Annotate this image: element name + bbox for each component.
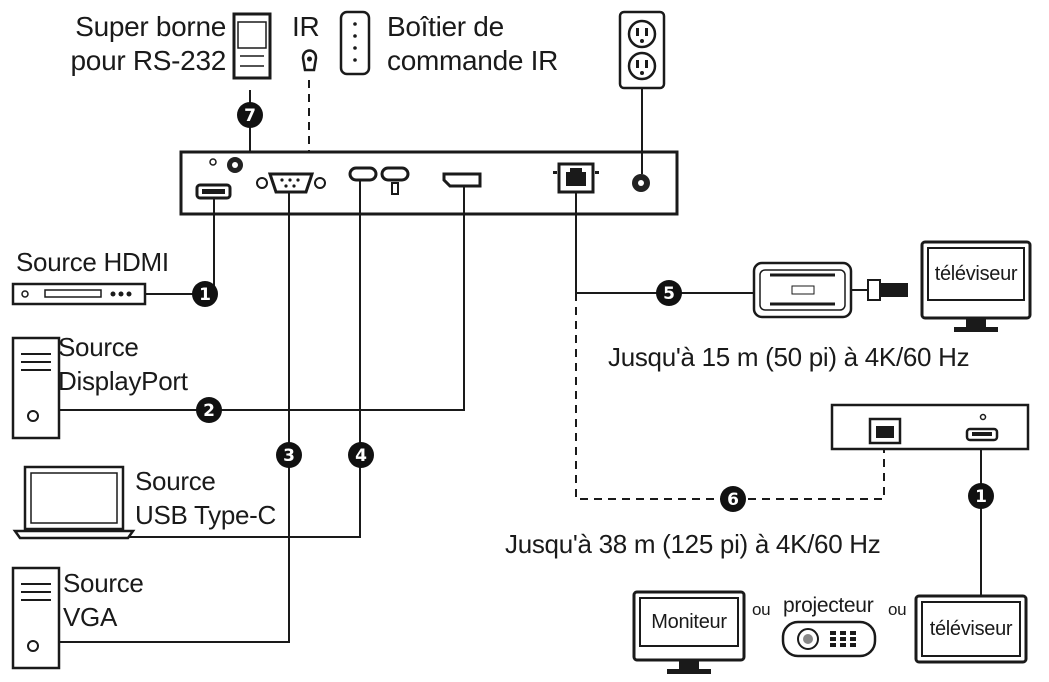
ir-box-label-line1: Boîtier de <box>387 11 504 42</box>
displayport-port <box>442 172 482 188</box>
wall-outlet-icon <box>618 10 666 90</box>
source-vga-line2: VGA <box>63 602 118 632</box>
rs232-label-line2: pour RS-232 <box>70 45 227 76</box>
tv-top-label: téléviseur <box>934 263 1018 285</box>
hdbaset-receiver-unit <box>830 403 1030 451</box>
svg-text:6: 6 <box>727 490 739 510</box>
ir-label: IR <box>292 11 320 42</box>
source-dp-line1: Source <box>58 332 139 362</box>
rj45-port <box>553 162 599 194</box>
svg-text:4: 4 <box>355 446 367 466</box>
vga-port <box>256 172 326 194</box>
ir-sensor-icon <box>301 49 318 72</box>
cables <box>58 80 982 643</box>
monitor-icon <box>632 590 746 674</box>
projector-icon <box>781 620 877 658</box>
svg-text:1: 1 <box>199 285 211 305</box>
range-38m-label: Jusqu'à 38 m (125 pi) à 4K/60 Hz <box>505 529 881 559</box>
svg-text:2: 2 <box>203 401 215 421</box>
ir-control-box-icon <box>339 10 371 76</box>
hdmi-source-player-icon <box>11 282 147 306</box>
source-vga-label: Source VGA <box>63 566 144 634</box>
source-usb-c-label: Source USB Type-C <box>135 464 276 532</box>
displayport-source-tower-icon <box>11 336 61 440</box>
badge-rs232: 7 <box>237 102 263 128</box>
source-vga-line1: Source <box>63 568 144 598</box>
source-usbc-line2: USB Type-C <box>135 500 277 530</box>
badge-hdbaset-long: 6 <box>720 486 746 512</box>
source-displayport-label: Source DisplayPort <box>58 330 188 398</box>
badge-usb-c: 4 <box>348 442 374 468</box>
range-15m-label: Jusqu'à 15 m (50 pi) à 4K/60 Hz <box>608 342 970 372</box>
power-port <box>632 174 650 192</box>
vga-source-tower-icon <box>11 566 61 670</box>
projector-label: projecteur <box>783 594 874 617</box>
ir-box-label-line2: commande IR <box>387 45 558 76</box>
usb-c-ports <box>348 166 410 195</box>
tv-top-icon <box>920 240 1032 332</box>
badge-vga: 3 <box>276 442 302 468</box>
ou-label-1: ou <box>752 600 771 619</box>
small-receiver-dongle-icon <box>752 261 908 319</box>
source-usbc-line1: Source <box>135 466 216 496</box>
svg-text:5: 5 <box>663 284 675 304</box>
rs232-label-line1: Super borne <box>75 11 226 42</box>
badge-displayport: 2 <box>196 397 222 423</box>
ir-control-box-label: Boîtier de commande IR <box>387 10 558 78</box>
rs232-jack <box>227 157 243 173</box>
svg-text:1: 1 <box>975 487 987 507</box>
usb-c-source-laptop-icon <box>12 465 136 540</box>
tv-bottom-icon <box>914 594 1028 664</box>
rs232-label: Super borne pour RS-232 <box>64 10 227 78</box>
badge-hdbaset-short: 5 <box>656 280 682 306</box>
ou-label-2: ou <box>888 600 907 619</box>
rs232-terminal-block-icon <box>232 12 272 80</box>
badge-hdmi: 1 <box>192 281 218 307</box>
source-dp-line2: DisplayPort <box>58 366 188 396</box>
svg-text:3: 3 <box>283 446 295 466</box>
transmitter-unit <box>179 150 679 216</box>
svg-text:7: 7 <box>244 106 256 126</box>
monitor-label: Moniteur <box>651 611 727 633</box>
badge-hdmi-out: 1 <box>968 483 994 509</box>
tv-bottom-label: téléviseur <box>929 618 1013 640</box>
source-hdmi-label: Source HDMI <box>16 247 169 277</box>
